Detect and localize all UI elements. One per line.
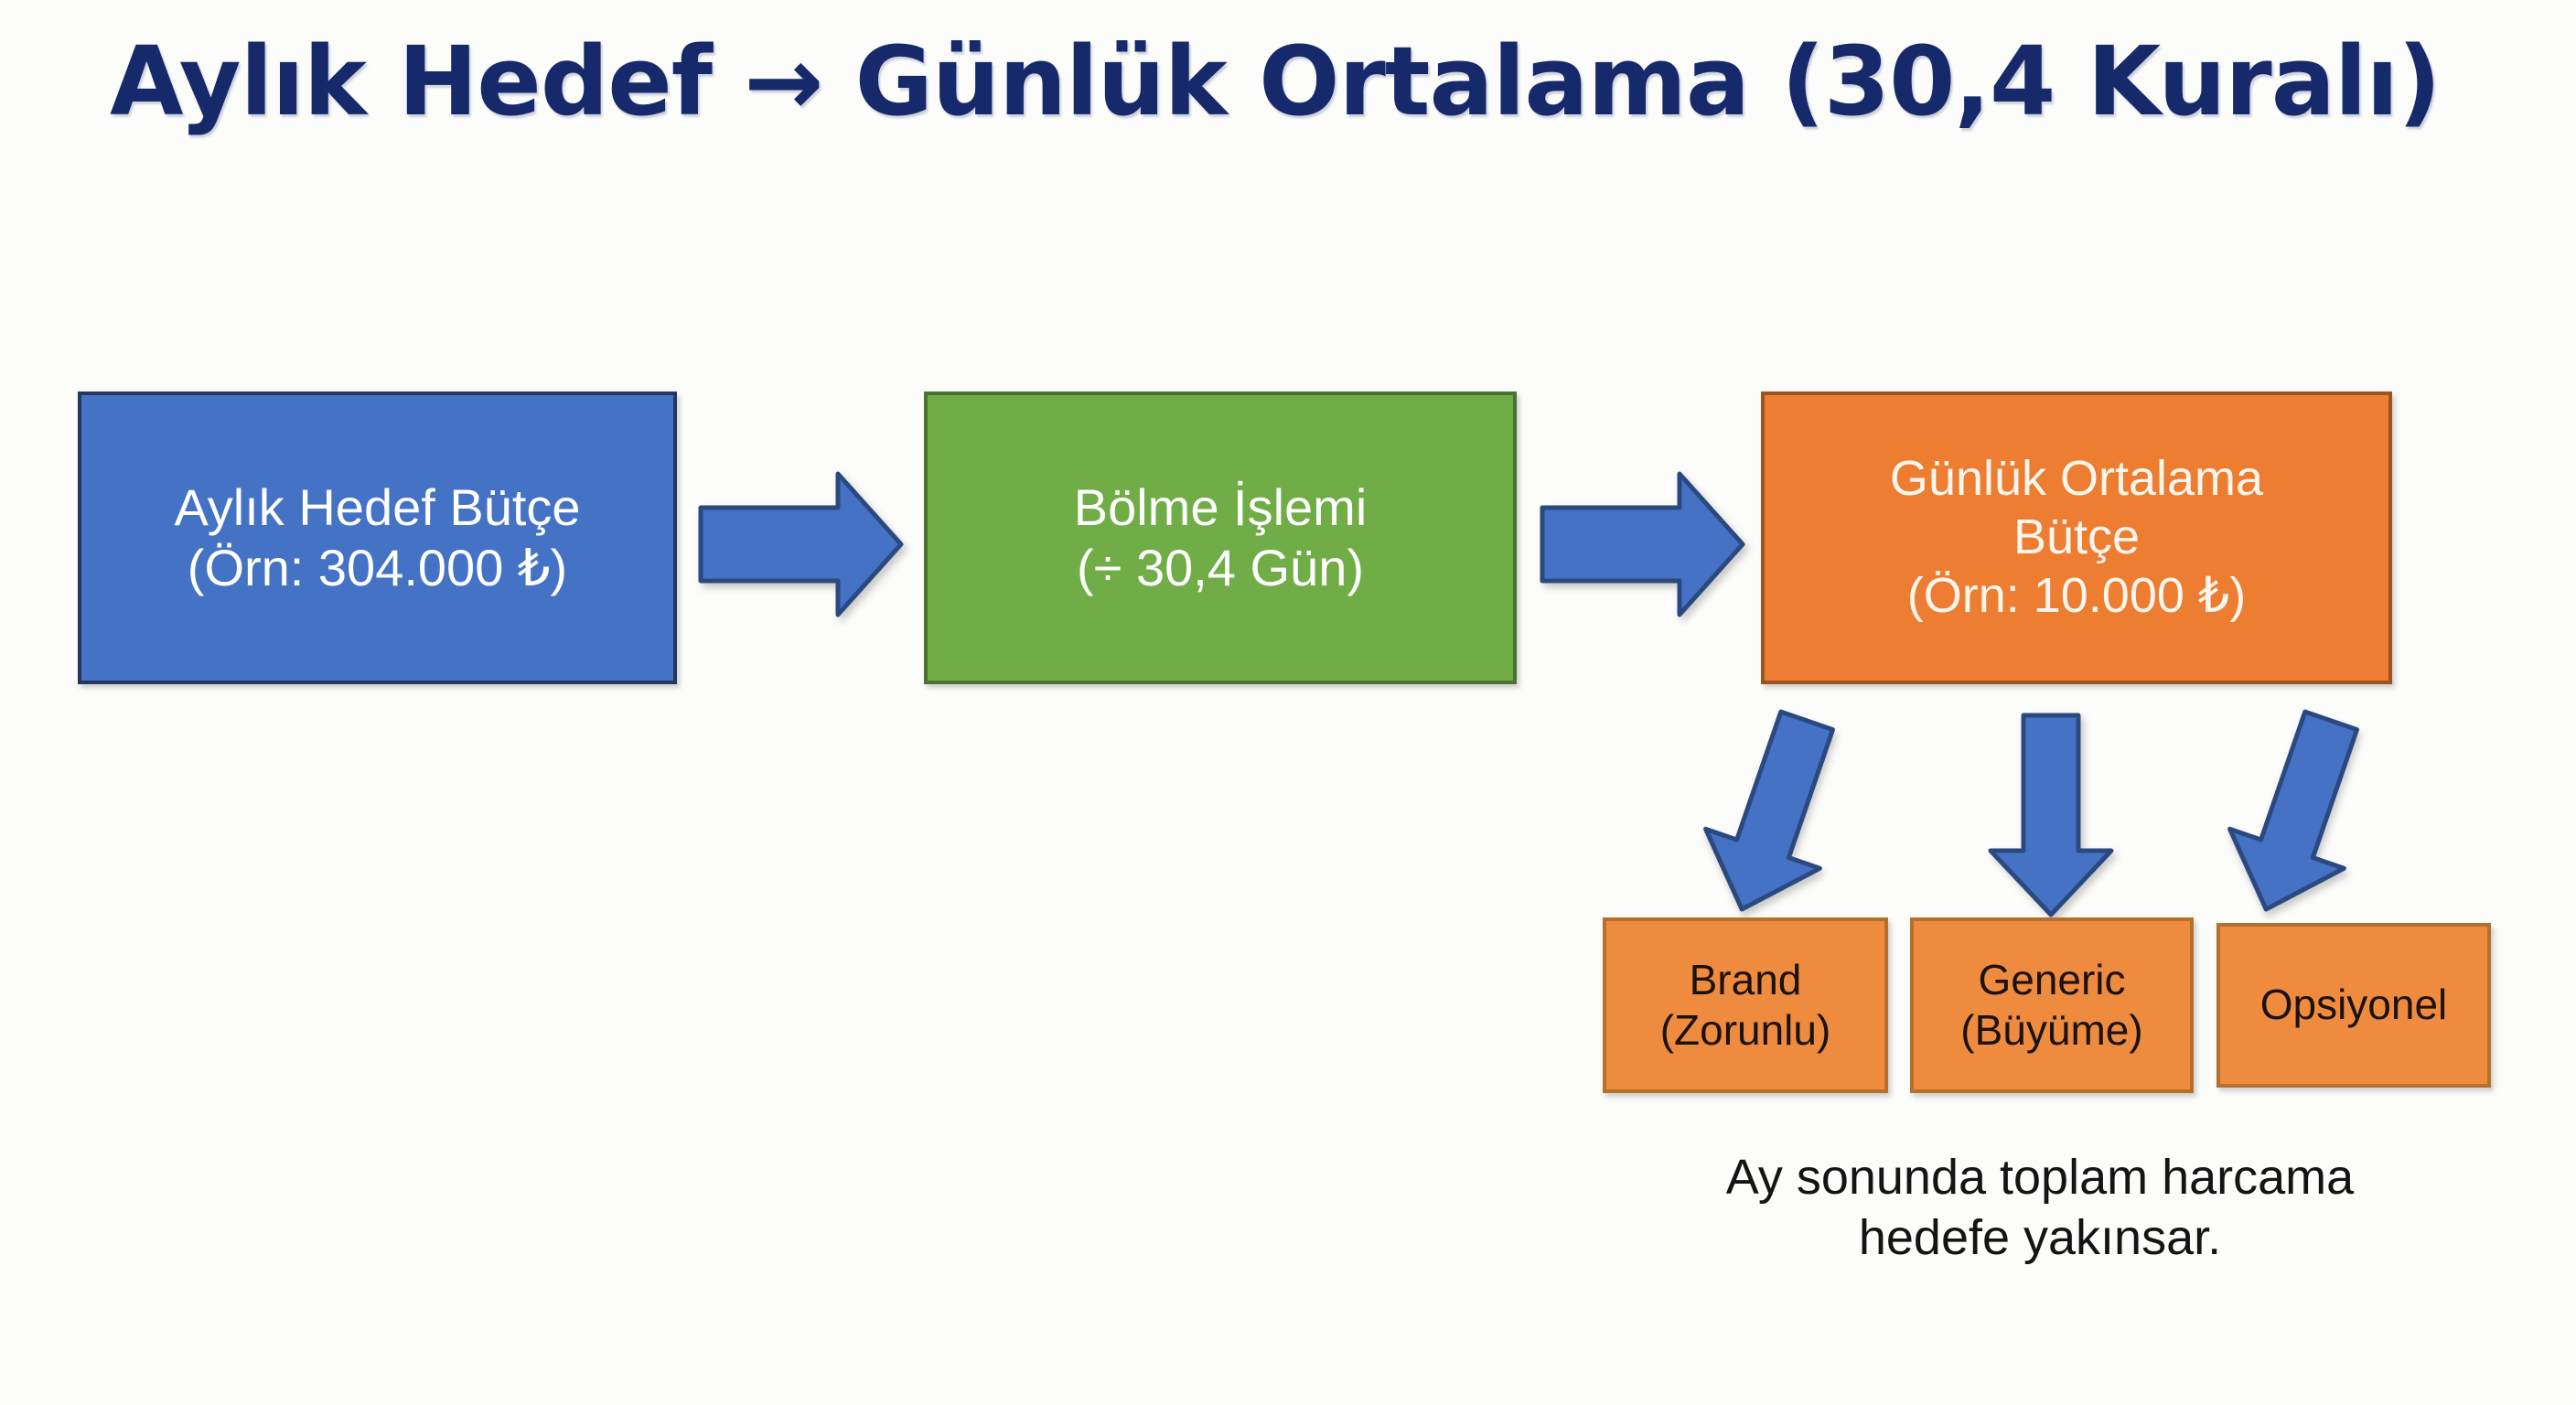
arrow-division-to-daily-icon [1540, 471, 1745, 617]
caption-text: Ay sonunda toplam harcama hedefe yakınsa… [1555, 1148, 2525, 1269]
category-box-optional[interactable]: Opsiyonel [2216, 923, 2491, 1088]
arrow-daily-to-brand-icon [1703, 709, 1836, 912]
page-title: Aylık Hedef → Günlük Ortalama (30,4 Kura… [110, 26, 2442, 137]
category-box-brand-line1: Brand [1689, 955, 1802, 1003]
flow-box-division-line1: Bölme İşlemi [1073, 477, 1368, 536]
arrow-monthly-to-division-icon [698, 471, 904, 617]
category-box-brand[interactable]: Brand (Zorunlu) [1603, 917, 1888, 1093]
category-box-optional-line1: Opsiyonel [2259, 981, 2448, 1029]
flow-box-daily-average-line2: Bütçe [2012, 509, 2141, 565]
category-box-brand-line2: (Zorunlu) [1659, 1006, 1831, 1054]
flow-box-monthly-target-line1: Aylık Hedef Bütçe [174, 477, 581, 536]
category-box-generic[interactable]: Generic (Büyüme) [1910, 917, 2194, 1093]
arrow-daily-to-generic-icon [1988, 713, 2114, 917]
arrow-daily-to-optional-icon [2227, 709, 2360, 912]
flow-box-daily-average-line3: (Örn: 10.000 ₺) [1906, 567, 2247, 623]
category-box-generic-line1: Generic [1978, 955, 2126, 1003]
category-box-generic-line2: (Büyüme) [1960, 1006, 2143, 1054]
flow-box-monthly-target[interactable]: Aylık Hedef Bütçe (Örn: 304.000 ₺) [78, 391, 677, 684]
flow-box-division-line2: (÷ 30,4 Gün) [1077, 539, 1364, 596]
flow-box-daily-average-line1: Günlük Ortalama [1889, 451, 2264, 507]
caption-line2: hedefe yakınsar. [1858, 1209, 2222, 1265]
flow-box-daily-average[interactable]: Günlük Ortalama Bütçe (Örn: 10.000 ₺) [1761, 391, 2392, 684]
caption-line1: Ay sonunda toplam harcama [1725, 1150, 2355, 1205]
flow-box-monthly-target-line2: (Örn: 304.000 ₺) [187, 539, 568, 596]
flow-box-division[interactable]: Bölme İşlemi (÷ 30,4 Gün) [924, 391, 1517, 684]
